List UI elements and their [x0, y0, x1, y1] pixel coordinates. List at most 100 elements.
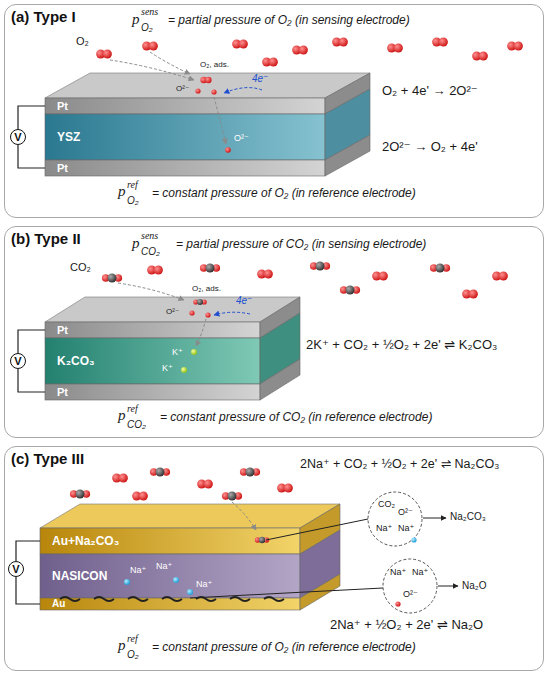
slab-top-face: [45, 297, 300, 322]
wire: [16, 577, 40, 604]
o2-molecule: [332, 38, 348, 47]
oxide-ion: [395, 601, 400, 606]
superscript: sens: [141, 7, 158, 17]
o2-molecule: [277, 484, 293, 493]
panel-heading: (b) Type II: [11, 231, 81, 246]
ion-label: Na⁺: [376, 524, 392, 533]
electron-label: 4e⁻: [252, 74, 268, 84]
subscript: O₂: [127, 650, 139, 660]
subscript: CO₂: [141, 247, 160, 257]
co2-molecule: [102, 274, 122, 283]
ion-label: O²⁻: [234, 134, 249, 143]
layer-label: NASICON: [52, 570, 107, 582]
superscript: ref: [127, 180, 138, 190]
o2-molecule: [197, 480, 213, 489]
flow-arrow: [196, 319, 206, 346]
electrolyte-layer: YSZ: [45, 114, 325, 160]
slab-front-layer: [45, 160, 325, 176]
o2-molecule: [492, 272, 508, 281]
slab-side-layer: [260, 359, 300, 400]
superscript: ref: [127, 404, 138, 414]
o2-molecule: [472, 52, 488, 61]
co2-molecule: [70, 490, 90, 499]
adsorbate-label: O₂, ads.: [192, 285, 221, 293]
o2-molecule: [507, 42, 523, 51]
wire: [18, 369, 45, 392]
voltmeter-symbol: V: [10, 353, 26, 369]
sensor-slab: [45, 73, 370, 176]
co2-molecule: [310, 262, 330, 271]
wire: [16, 541, 40, 561]
slab-front-layer: [45, 338, 260, 384]
leader-line: [190, 588, 383, 598]
slab-front-layer: [45, 114, 325, 160]
ion-label: Na⁺: [390, 568, 406, 577]
product-label: Na₂CO₃: [450, 512, 486, 522]
co2-molecule: [222, 492, 242, 501]
sodium-ion: [173, 577, 179, 583]
electrode-layer: Au: [40, 598, 300, 610]
layer-label: Pt: [57, 387, 68, 398]
pressure-note: = partial pressure of O₂ (in sensing ele…: [168, 14, 410, 26]
sensor-slab: [45, 297, 300, 400]
voltmeter-label: V: [12, 564, 19, 575]
oxide-ion: [205, 312, 210, 317]
o2-molecule: [112, 474, 128, 483]
electrode-layer: Pt: [45, 160, 325, 176]
electron-label: 4e⁻: [236, 296, 252, 306]
reaction-equation: 2Na⁺ + ½O₂ + 2e' ⇌ Na₂O: [330, 618, 483, 631]
flow-arrow: [224, 88, 262, 93]
ion-label: CO₂: [378, 500, 395, 509]
ion-label: O²⁻: [166, 308, 179, 316]
layer-label: Pt: [57, 325, 68, 336]
o2-molecule: [462, 290, 478, 299]
ion-label: Na⁺: [412, 568, 428, 577]
panel-heading: (c) Type III: [11, 451, 84, 466]
layer-label: Pt: [57, 101, 68, 112]
reaction-equation: 2O²⁻ → O₂ + 4e': [382, 140, 478, 153]
potassium-ion: [191, 349, 197, 355]
pressure-symbol: p: [118, 408, 126, 423]
co2-molecule: [150, 468, 170, 477]
wire: [18, 106, 45, 129]
ion-label: O²⁻: [398, 508, 413, 517]
slab-front-layer: [40, 598, 300, 610]
oxide-ion: [189, 310, 194, 315]
o2-molecule: [292, 46, 308, 55]
grain-boundary: [230, 597, 250, 601]
slab-front-layer: [40, 528, 300, 554]
ion-label: Na⁺: [196, 580, 212, 589]
electrolyte-layer: NASICON: [40, 554, 300, 598]
oxide-ion: [225, 147, 231, 153]
wire: [18, 330, 45, 353]
pressure-symbol: p: [132, 236, 140, 251]
o2-molecule: [200, 77, 211, 83]
oxide-ion: [195, 88, 200, 93]
sodium-ion: [187, 589, 193, 595]
layer-label: YSZ: [57, 131, 80, 143]
ion-label: Na⁺: [398, 524, 414, 533]
flow-arrow: [150, 52, 190, 74]
sensor-slab: [40, 504, 340, 610]
voltmeter-label: V: [14, 132, 21, 143]
co2-molecule: [240, 468, 260, 477]
pressure-note: = constant pressure of CO₂ (in reference…: [160, 411, 432, 423]
slab-front-layer: [45, 322, 260, 338]
pressure-symbol: p: [132, 12, 140, 27]
slab-side-layer: [325, 135, 370, 176]
pressure-symbol: p: [118, 638, 126, 653]
gas-label: CO₂: [70, 262, 91, 273]
product-arrow: [438, 586, 458, 587]
flow-arrow: [214, 97, 226, 144]
flow-arrow: [232, 502, 256, 530]
slab-front-layer: [45, 98, 325, 114]
subscript: O₂: [127, 196, 139, 206]
product-label: Na₂O: [462, 581, 486, 591]
electrode-layer: Pt: [45, 322, 260, 338]
o2-molecule: [257, 270, 273, 279]
panel-frame: (c) Type III Au+Na₂CO₃ NASICON Au V: [4, 446, 544, 671]
ion-label: O²⁻: [403, 590, 418, 599]
layer-label: Au+Na₂CO₃: [52, 535, 119, 547]
oxide-ion: [211, 89, 216, 94]
callout-circle: [383, 559, 437, 613]
